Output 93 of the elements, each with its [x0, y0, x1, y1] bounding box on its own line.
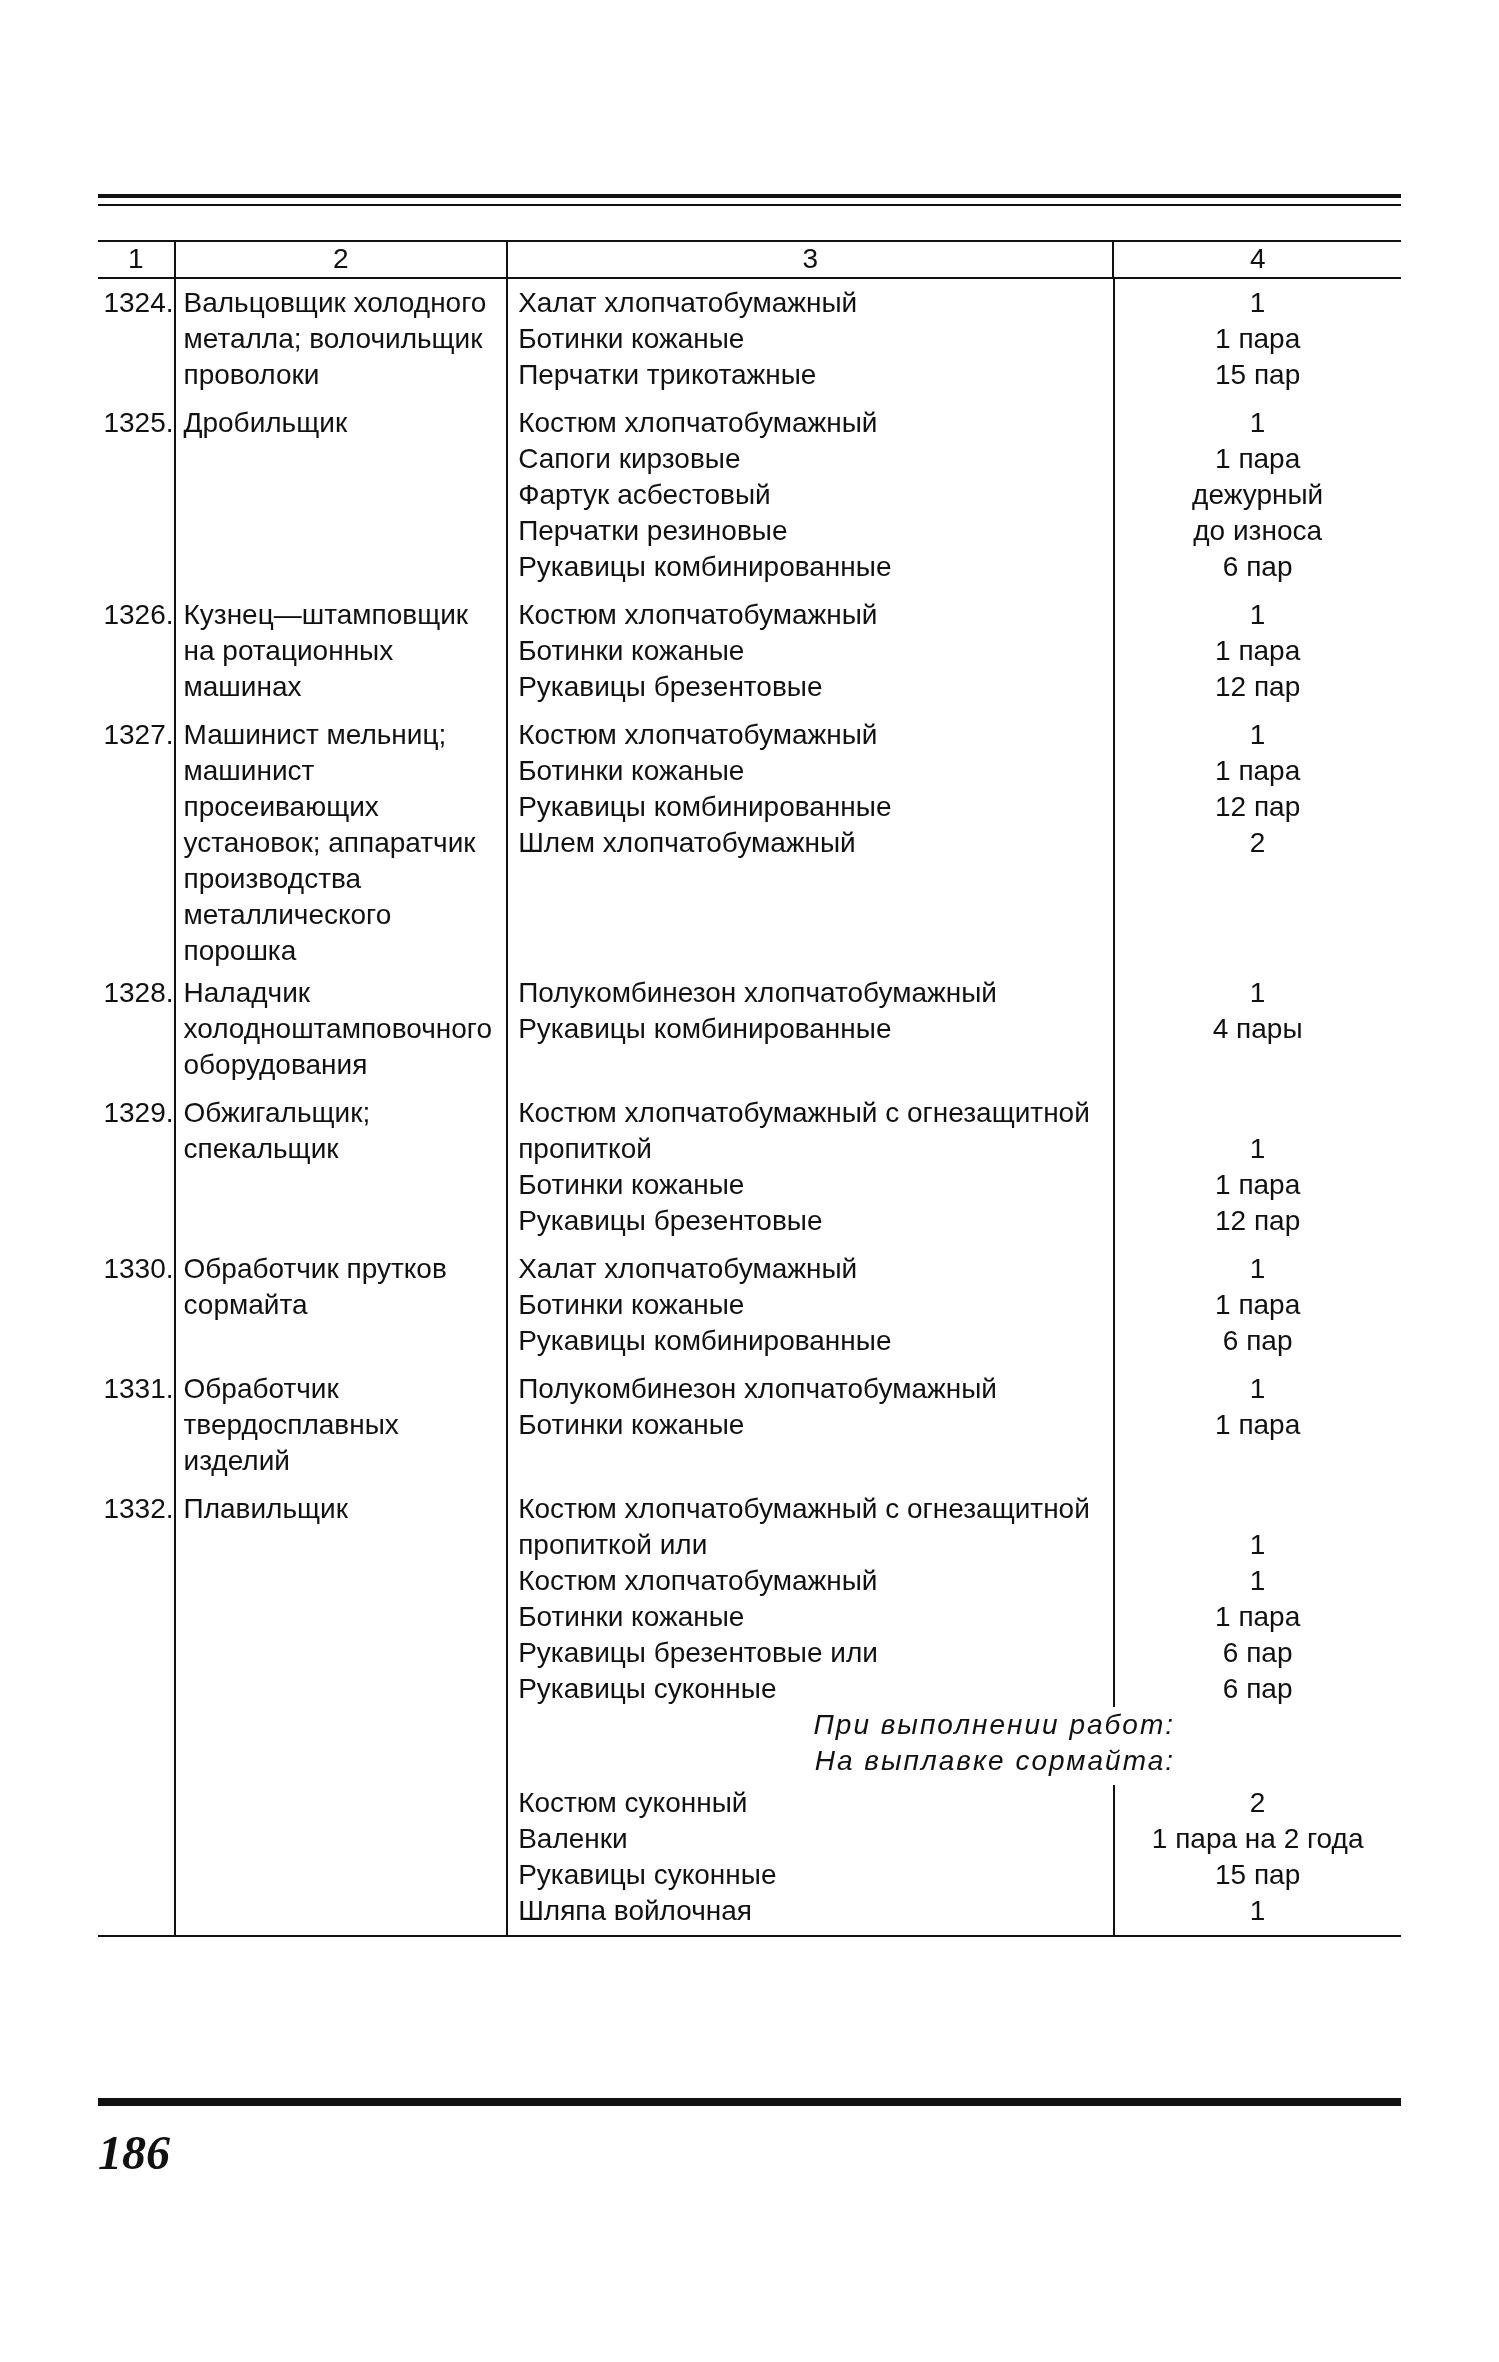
item-name: Полукомбинезон хлопчатобумажный — [517, 1372, 998, 1406]
quantity: 1 — [1249, 1894, 1266, 1928]
row-number: 1327. — [103, 719, 174, 750]
quantity: 6 пар — [1222, 1324, 1293, 1358]
item-name: Костюм хлопчатобумажный — [517, 406, 879, 440]
quantity: 1 пара — [1215, 442, 1301, 476]
quantity: 1 — [1249, 1132, 1266, 1166]
row-number: 1329. — [103, 1097, 174, 1128]
quantity: 1 пара — [1215, 1408, 1301, 1442]
quantity: 1 — [1249, 1564, 1266, 1598]
item-name: Ботинки кожаные — [517, 322, 746, 356]
quantity: 1 — [1249, 976, 1266, 1010]
quantity: 12 пар — [1215, 1204, 1301, 1238]
item-name: Костюм суконный — [517, 1786, 749, 1820]
job-title: Плавильщик — [183, 1492, 349, 1526]
row-number: 1326. — [103, 599, 174, 630]
item-name: Ботинки кожаные — [517, 1288, 746, 1322]
quantity: 1 пара — [1215, 754, 1301, 788]
job-title: Обработчик твердосплавных изделий — [183, 1372, 400, 1478]
job-title: Наладчик холодноштамповочного оборудования — [183, 976, 493, 1082]
item-name: Ботинки кожаные — [517, 1168, 746, 1202]
job-title: Обжигальщик; спекальщик — [183, 1096, 372, 1166]
quantity: 1 — [1249, 598, 1266, 632]
quantity: 2 — [1249, 1786, 1266, 1820]
item-name: Халат хлопчатобумажный — [517, 286, 859, 320]
item-name: Перчатки резиновые — [517, 514, 789, 548]
item-name: Рукавицы комбинированные — [517, 1324, 893, 1358]
item-name: Рукавицы комбинированные — [517, 790, 893, 824]
quantity: 1 — [1249, 718, 1266, 752]
quantity: 15 пар — [1215, 1858, 1301, 1892]
quantity: 15 пар — [1215, 358, 1301, 392]
item-name: Костюм хлопчатобумажный — [517, 1564, 879, 1598]
row-number: 1325. — [103, 407, 174, 438]
item-name: Ботинки кожаные — [517, 1600, 746, 1634]
item-name: Рукавицы комбинированные — [517, 550, 893, 584]
item-name: Рукавицы суконные — [517, 1858, 778, 1892]
job-title: Дробильщик — [183, 406, 349, 440]
item-name: Халат хлопчатобумажный — [517, 1252, 859, 1286]
column-header: 3 — [802, 243, 819, 274]
column-header: 1 — [127, 243, 144, 274]
column-header: 4 — [1249, 243, 1266, 274]
item-name: Рукавицы комбинированные — [517, 1012, 893, 1046]
quantity: 12 пар — [1215, 790, 1301, 824]
section-note: На выплавке сормайта: — [813, 1744, 1176, 1778]
row-number: 1324. — [103, 287, 174, 318]
item-name: Шлем хлопчатобумажный — [517, 826, 857, 860]
quantity: 1 пара — [1215, 322, 1301, 356]
job-title: Машинист мельниц; машинист просеивающих установок; аппаратчик производства металлического порошка — [183, 718, 477, 968]
quantity: 12 пар — [1215, 670, 1301, 704]
quantity: 2 — [1249, 826, 1266, 860]
item-name: Рукавицы брезентовые или — [517, 1636, 879, 1670]
item-name: Рукавицы брезентовые — [517, 1204, 824, 1238]
item-name: Ботинки кожаные — [517, 1408, 746, 1442]
column-header: 2 — [333, 243, 349, 274]
item-name: Сапоги кирзовые — [517, 442, 742, 476]
job-title: Обработчик прутков сормайта — [183, 1252, 448, 1322]
row-number: 1332. — [103, 1493, 174, 1524]
item-name: Костюм хлопчатобумажный — [517, 598, 879, 632]
quantity: дежурный — [1192, 478, 1324, 512]
quantity: 1 пара — [1215, 634, 1301, 668]
item-name: Рукавицы суконные — [517, 1672, 778, 1706]
item-name: Ботинки кожаные — [517, 634, 746, 668]
item-name: Костюм хлопчатобумажный с огнезащитной пропиткой — [517, 1096, 1091, 1166]
row-number: 1331. — [103, 1373, 174, 1404]
row-number: 1328. — [103, 977, 174, 1008]
item-name: Полукомбинезон хлопчатобумажный — [517, 976, 998, 1010]
item-name: Фартук асбестовый — [517, 478, 772, 512]
item-name: Костюм хлопчатобумажный — [517, 718, 879, 752]
quantity: 6 пар — [1222, 550, 1293, 584]
quantity: 1 — [1249, 286, 1266, 320]
row-number: 1330. — [103, 1253, 174, 1284]
page-number: 186 — [98, 2125, 170, 2180]
quantity: 6 пар — [1222, 1672, 1293, 1706]
quantity: 1 — [1249, 1528, 1266, 1562]
item-name: Шляпа войлочная — [517, 1894, 753, 1928]
quantity: 1 пара — [1215, 1168, 1301, 1202]
quantity: 6 пар — [1222, 1636, 1293, 1670]
item-name: Костюм хлопчатобумажный с огнезащитной пропиткой или — [517, 1492, 1091, 1562]
quantity: 1 — [1249, 406, 1266, 440]
quantity: 1 пара — [1215, 1288, 1301, 1322]
job-title: Кузнец—штамповщик на ротационных машинах — [183, 598, 470, 704]
quantity: 1 пара — [1215, 1600, 1301, 1634]
quantity: до износа — [1193, 514, 1323, 548]
item-name: Перчатки трикотажные — [517, 358, 818, 392]
item-name: Ботинки кожаные — [517, 754, 746, 788]
quantity: 4 пары — [1212, 1012, 1303, 1046]
item-name: Валенки — [517, 1822, 629, 1856]
quantity: 1 — [1249, 1252, 1266, 1286]
section-note: При выполнении работ: — [812, 1708, 1176, 1742]
job-title: Вальцовщик холодного металла; волочильщик проволоки — [183, 286, 488, 392]
item-name: Рукавицы брезентовые — [517, 670, 824, 704]
quantity: 1 пара на 2 года — [1151, 1822, 1364, 1856]
quantity: 1 — [1249, 1372, 1266, 1406]
